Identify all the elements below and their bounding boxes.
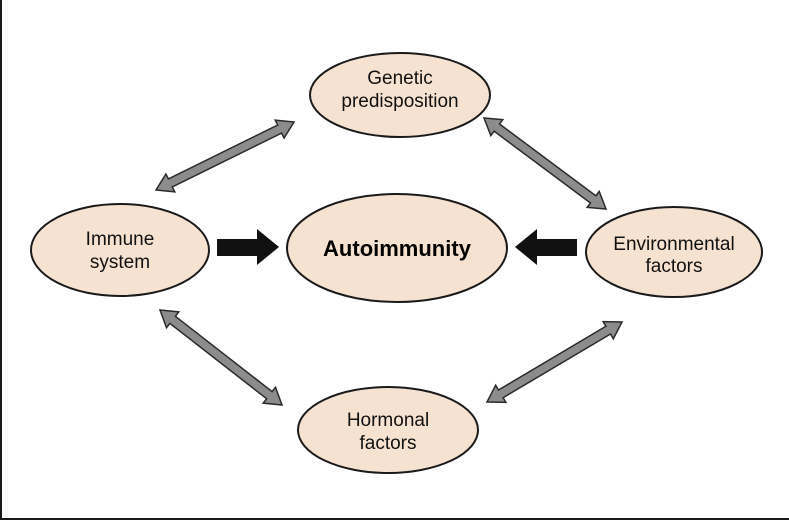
node-immune-line1: Immune xyxy=(86,229,155,250)
node-hormonal-factors: Hormonal factors xyxy=(297,386,479,474)
arrow-genetic-immune xyxy=(154,119,296,193)
arrow-genetic-environmental xyxy=(482,117,608,210)
node-hormonal-line2: factors xyxy=(359,433,416,454)
node-environmental-line1: Environmental xyxy=(613,234,734,255)
node-hormonal-line1: Hormonal xyxy=(347,410,429,431)
node-environmental-line2: factors xyxy=(645,256,702,277)
arrow-environmental-to-autoimmunity xyxy=(515,229,577,265)
arrow-immune-hormonal xyxy=(158,309,284,406)
center-label: Autoimmunity xyxy=(323,236,472,261)
node-autoimmunity: Autoimmunity xyxy=(286,193,508,303)
node-environmental-factors: Environmental factors xyxy=(585,206,763,298)
node-genetic-line2: predisposition xyxy=(341,91,458,112)
node-genetic-line1: Genetic xyxy=(367,68,432,89)
node-genetic-predisposition: Genetic predisposition xyxy=(309,52,491,138)
node-immune-line2: system xyxy=(90,252,150,273)
arrow-immune-to-autoimmunity xyxy=(217,229,279,265)
arrow-hormonal-environmental xyxy=(485,320,624,404)
node-immune-system: Immune system xyxy=(30,203,210,297)
